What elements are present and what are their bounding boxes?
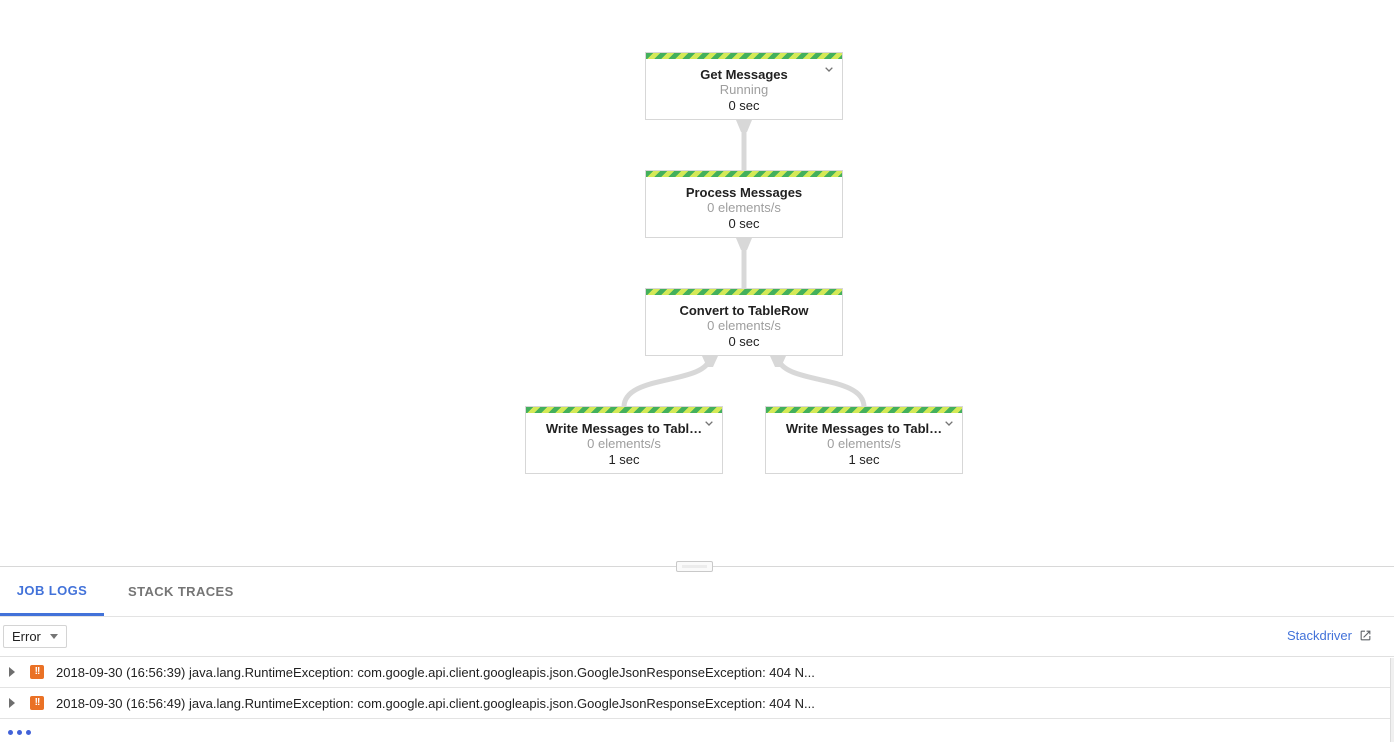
step-time: 1 sec (608, 452, 640, 467)
edge-flare (736, 238, 752, 250)
chevron-down-icon[interactable] (701, 415, 717, 431)
log-row[interactable]: !! 2018-09-30 (16:56:49) java.lang.Runti… (0, 688, 1394, 719)
edge-convert-to-write-b (775, 355, 867, 410)
log-row[interactable]: !! 2018-09-30 (16:56:39) java.lang.Runti… (0, 657, 1394, 688)
step-node-convert-to-tablerow[interactable]: Convert to TableRow 0 elements/s 0 sec (645, 288, 843, 356)
logs-filter-row: Error Stackdriver (0, 617, 1394, 657)
panel-resize-handle[interactable] (676, 561, 713, 572)
logs-scrollbar[interactable] (1390, 658, 1394, 742)
loading-dots-indicator (8, 730, 31, 735)
step-title: Write Messages to Tabl… (545, 421, 703, 436)
step-title: Get Messages (700, 67, 788, 82)
step-node-process-messages[interactable]: Process Messages 0 elements/s 0 sec (645, 170, 843, 238)
step-throughput: 0 elements/s (707, 318, 781, 333)
running-status-stripe (646, 53, 842, 59)
stackdriver-link-label: Stackdriver (1286, 628, 1352, 643)
step-throughput: 0 elements/s (827, 436, 901, 451)
graph-edges (621, 120, 867, 410)
stackdriver-link[interactable]: Stackdriver (1287, 628, 1372, 643)
error-severity-icon: !! (30, 665, 44, 679)
pipeline-graph: Get Messages Running 0 sec Process Messa… (525, 52, 963, 474)
loading-dot (17, 730, 22, 735)
edge-convert-to-write-a (621, 355, 713, 410)
step-node-get-messages[interactable]: Get Messages Running 0 sec (645, 52, 843, 120)
chevron-down-icon[interactable] (941, 415, 957, 431)
running-status-stripe (766, 407, 962, 413)
tab-job-logs[interactable]: JOB LOGS (0, 567, 104, 616)
expand-caret-icon[interactable] (9, 667, 15, 677)
step-title: Convert to TableRow (679, 303, 809, 318)
step-time: 1 sec (848, 452, 880, 467)
step-node-write-messages-left[interactable]: Write Messages to Tabl… 0 elements/s 1 s… (525, 406, 723, 474)
expand-caret-icon[interactable] (9, 698, 15, 708)
step-status: Running (719, 82, 769, 97)
loading-dot (8, 730, 13, 735)
dropdown-caret-icon (49, 634, 58, 639)
resize-grip (682, 565, 707, 568)
step-time: 0 sec (728, 98, 760, 113)
loading-dot (26, 730, 31, 735)
running-status-stripe (646, 289, 842, 295)
step-time: 0 sec (728, 334, 760, 349)
step-title: Process Messages (685, 185, 803, 200)
step-time: 0 sec (728, 216, 760, 231)
edge-flare (770, 356, 786, 367)
edge-flare (736, 120, 752, 132)
step-throughput: 0 elements/s (707, 200, 781, 215)
tab-stack-traces[interactable]: STACK TRACES (128, 584, 234, 599)
step-title: Write Messages to Tabl… (785, 421, 943, 436)
edge-flare (702, 356, 718, 367)
log-message: 2018-09-30 (16:56:49) java.lang.RuntimeE… (56, 695, 815, 711)
logs-tabbar: JOB LOGS STACK TRACES (0, 567, 1394, 617)
severity-filter-value: Error (12, 629, 41, 644)
running-status-stripe (526, 407, 722, 413)
running-status-stripe (646, 171, 842, 177)
severity-filter-dropdown[interactable]: Error (3, 625, 67, 648)
step-throughput: 0 elements/s (587, 436, 661, 451)
log-message: 2018-09-30 (16:56:39) java.lang.RuntimeE… (56, 664, 815, 680)
error-severity-icon: !! (30, 696, 44, 710)
logs-panel: JOB LOGS STACK TRACES Error Stackdriver … (0, 567, 1394, 742)
step-node-write-messages-right[interactable]: Write Messages to Tabl… 0 elements/s 1 s… (765, 406, 963, 474)
open-in-new-icon (1360, 630, 1371, 641)
chevron-down-icon[interactable] (821, 61, 837, 77)
